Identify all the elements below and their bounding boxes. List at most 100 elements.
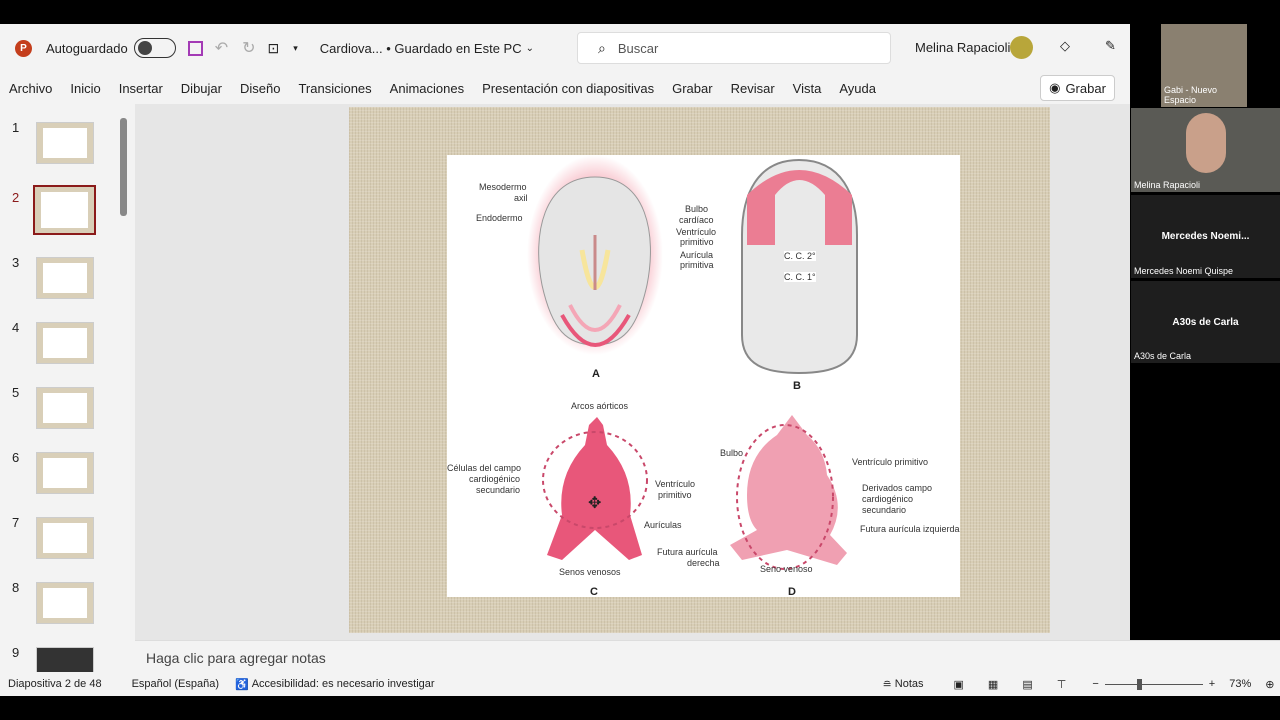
- label-cardiogenico-d: cardiogénico: [862, 494, 914, 504]
- tab-ayuda[interactable]: Ayuda: [839, 80, 876, 96]
- undo-icon[interactable]: ↶: [214, 40, 229, 57]
- language[interactable]: Español (España): [131, 678, 220, 690]
- zoom-in-icon[interactable]: +: [1208, 678, 1216, 690]
- customize-toolbar-icon[interactable]: ▾: [293, 42, 298, 53]
- panel-label-c: C: [590, 586, 598, 598]
- powerpoint-logo-icon: P: [15, 39, 32, 57]
- tab-animaciones[interactable]: Animaciones: [389, 80, 465, 96]
- slide-thumbnail-selected[interactable]: 2: [10, 185, 130, 240]
- slide-number: 7: [12, 515, 20, 530]
- normal-view-icon[interactable]: ▣: [953, 678, 964, 691]
- label-ventriculo-d: Ventrículo primitivo: [852, 457, 929, 467]
- autosave-label: Autoguardado: [46, 40, 128, 56]
- label-derivados: Derivados campo: [862, 483, 933, 493]
- slide-number: 3: [12, 255, 20, 270]
- ribbon-tabs: Archivo Inicio Insertar Dibujar Diseño T…: [0, 72, 1130, 104]
- thumbnail-image: [36, 122, 94, 164]
- notes-input[interactable]: Haga clic para agregar notas: [135, 640, 1280, 672]
- slide-thumbnail[interactable]: 7: [10, 515, 130, 565]
- tab-inicio[interactable]: Inicio: [70, 80, 101, 96]
- label-cardiogenico: cardiogénico: [469, 474, 521, 484]
- label-auricula: Aurícula: [680, 250, 714, 260]
- label-cardiaco: cardíaco: [679, 215, 714, 225]
- present-icon[interactable]: ⊡: [267, 39, 280, 56]
- slide-number: 5: [12, 385, 20, 400]
- chevron-down-icon[interactable]: ⌄: [525, 42, 534, 54]
- document-title[interactable]: Cardiova... • Guardado en Este PC: [319, 40, 522, 56]
- label-cc2: C. C. 2°: [784, 251, 816, 261]
- tab-transiciones[interactable]: Transiciones: [298, 80, 372, 96]
- label-secundario: secundario: [476, 485, 521, 495]
- thumbnail-image: [36, 387, 94, 429]
- slide-sorter-icon[interactable]: ▦: [987, 678, 999, 691]
- pen-icon[interactable]: ✎: [1105, 38, 1116, 53]
- tab-diseno[interactable]: Diseño: [239, 80, 281, 96]
- slideshow-icon[interactable]: ⊤: [1056, 678, 1067, 691]
- video-tile[interactable]: Gabi - Nuevo Espacio: [1161, 24, 1247, 107]
- panel-label-b: B: [793, 380, 801, 392]
- fit-slide-icon[interactable]: ⊕: [1265, 678, 1275, 691]
- slide-number: 1: [12, 120, 20, 135]
- slide-number: 6: [12, 450, 20, 465]
- save-icon[interactable]: [187, 40, 203, 56]
- search-input[interactable]: ⌕ Buscar: [577, 32, 891, 64]
- diamond-icon[interactable]: ◇: [1060, 38, 1070, 53]
- slide-thumbnail[interactable]: 4: [10, 320, 130, 370]
- video-tile[interactable]: Melina Rapacioli: [1131, 108, 1280, 192]
- thumbnail-scrollbar[interactable]: [120, 118, 127, 216]
- video-tile[interactable]: Mercedes Noemi...Mercedes Noemi Quispe: [1131, 195, 1280, 278]
- figure-drawing: [527, 155, 858, 570]
- label-primitiva: primitiva: [680, 260, 714, 270]
- zoom-slider[interactable]: [1104, 678, 1203, 690]
- tab-archivo[interactable]: Archivo: [9, 80, 53, 96]
- label-primitivo-c: primitivo: [658, 490, 692, 500]
- tab-insertar[interactable]: Insertar: [118, 80, 163, 96]
- label-futura-auricula-izquierda: Futura aurícula izquierda: [860, 524, 960, 534]
- accessibility-status[interactable]: Accesibilidad: es necesario investigar: [251, 678, 435, 690]
- tab-revisar[interactable]: Revisar: [730, 80, 775, 96]
- redo-icon[interactable]: ↻: [242, 40, 256, 57]
- thumbnail-image: [36, 517, 94, 559]
- tab-dibujar[interactable]: Dibujar: [180, 80, 222, 96]
- participant-placeholder: Mercedes Noemi...: [1161, 231, 1250, 242]
- tab-presentacion[interactable]: Presentación con diapositivas: [482, 80, 655, 96]
- move-cursor-icon: ✥: [588, 495, 602, 512]
- panel-label-a: A: [592, 368, 600, 380]
- embryo-heart-figure: Mesodermo axil Endodermo Bulbo cardíaco …: [447, 155, 960, 598]
- slide-thumbnail[interactable]: 6: [10, 450, 130, 500]
- thumbnail-image: [36, 582, 94, 624]
- thumbnail-image: [36, 257, 94, 299]
- label-senos-venosos: Senos venosos: [559, 567, 621, 577]
- participant-placeholder: A30s de Carla: [1172, 317, 1239, 328]
- label-bulbo-cardiaco: Bulbo: [685, 204, 709, 214]
- status-bar: Diapositiva 2 de 48 Español (España) ♿ A…: [0, 672, 1280, 696]
- slide-number: 2: [12, 190, 20, 205]
- notes-button[interactable]: Notas: [894, 678, 924, 690]
- label-seno-venoso: Seno venoso: [760, 564, 813, 574]
- thumbnail-image: [36, 322, 94, 364]
- tab-vista[interactable]: Vista: [792, 80, 822, 96]
- label-secundario-d: secundario: [862, 505, 907, 515]
- slide-thumbnail[interactable]: 8: [10, 580, 130, 630]
- label-axil: axil: [514, 193, 528, 203]
- title-bar: P Autoguardado ↶ ↻ ⊡ ▾ Cardiova... • Gua…: [0, 24, 1130, 72]
- zoom-out-icon[interactable]: −: [1092, 678, 1099, 690]
- thumbnail-image: [36, 452, 94, 494]
- slide-thumbnail[interactable]: 1: [10, 120, 130, 170]
- avatar[interactable]: [1010, 36, 1033, 59]
- tab-grabar[interactable]: Grabar: [672, 80, 713, 96]
- autosave-toggle[interactable]: [133, 38, 176, 58]
- label-futura-auricula: Futura aurícula: [657, 547, 718, 557]
- user-name[interactable]: Melina Rapacioli: [915, 40, 1011, 55]
- label-derecha: derecha: [687, 558, 720, 568]
- participant-name: A30s de Carla: [1134, 351, 1192, 361]
- notes-icon[interactable]: ≘: [882, 678, 892, 691]
- slide-thumbnail[interactable]: 5: [10, 385, 130, 435]
- record-button[interactable]: ◉Grabar: [1040, 75, 1115, 101]
- accessibility-icon: ♿: [235, 678, 249, 691]
- zoom-level[interactable]: 73%: [1229, 678, 1252, 690]
- reading-view-icon[interactable]: ▤: [1022, 678, 1033, 691]
- search-icon: ⌕: [598, 39, 606, 56]
- slide-thumbnail[interactable]: 3: [10, 255, 130, 305]
